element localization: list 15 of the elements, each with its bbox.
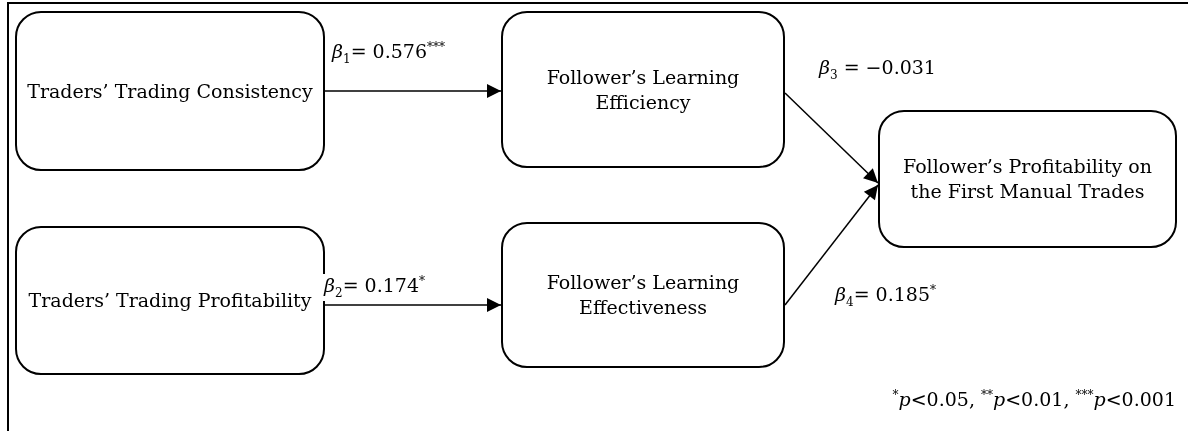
arrow	[784, 184, 879, 306]
rounded-box	[15, 11, 325, 171]
node-label: Follower’s Learning Effectiveness	[545, 270, 741, 320]
edge-label: β$_{2}$= 0.174$^{*}$	[322, 274, 427, 301]
node-label: Traders’ Trading Profitability	[27, 288, 313, 313]
node-label: Follower’s Learning Efficiency	[545, 64, 741, 115]
rounded-box	[15, 226, 325, 375]
rounded-box	[501, 11, 785, 168]
rounded-box	[501, 222, 785, 368]
node-label: Traders’ Trading Consistency	[26, 78, 314, 104]
node-label: Follower’s Profitability on the First Manual Trades	[902, 154, 1153, 204]
arrow	[784, 92, 879, 184]
arrow	[324, 84, 502, 98]
arrow	[324, 298, 502, 312]
rounded-box	[878, 110, 1177, 248]
